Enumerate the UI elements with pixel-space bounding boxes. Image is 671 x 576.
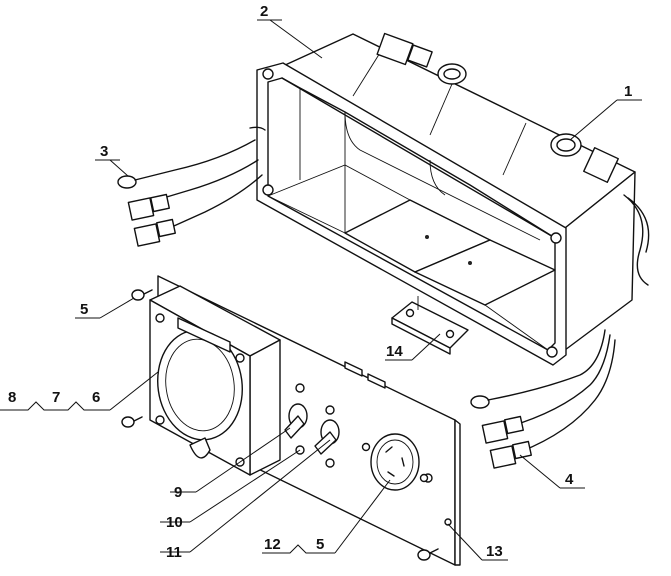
toggle-switches — [284, 403, 340, 455]
callout-7: 7 — [52, 389, 60, 406]
callout-4: 4 — [565, 471, 574, 488]
callout-10: 10 — [166, 514, 183, 531]
twist-lock-receptacle — [361, 433, 429, 491]
callout-13: 13 — [486, 543, 503, 560]
socket-outlet — [149, 285, 281, 476]
callout-5-left: 5 — [80, 301, 88, 318]
screws — [121, 289, 439, 561]
callout-labels: 1 2 3 4 5 5 6 7 8 9 10 11 12 13 14 — [8, 3, 632, 561]
enclosure-box — [256, 32, 650, 366]
callout-6: 6 — [92, 389, 100, 406]
callout-1: 1 — [624, 83, 632, 100]
callout-8: 8 — [8, 389, 16, 406]
leader-lines — [0, 19, 642, 561]
right-cable-assembly — [470, 329, 616, 469]
callout-12: 12 — [264, 536, 281, 553]
mounting-bracket — [391, 296, 469, 355]
callout-3: 3 — [100, 143, 108, 160]
left-cable-assembly — [117, 126, 266, 247]
callout-14: 14 — [386, 343, 403, 360]
callout-9: 9 — [174, 484, 182, 501]
callout-5-bottom: 5 — [316, 536, 324, 553]
callout-11: 11 — [166, 544, 182, 561]
callout-2: 2 — [260, 3, 268, 20]
